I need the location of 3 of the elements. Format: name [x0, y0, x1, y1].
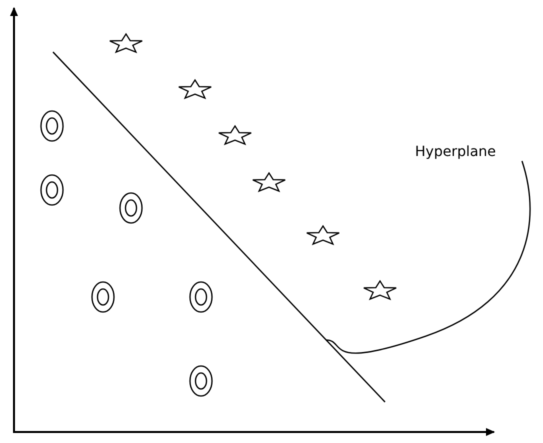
- leader-line: [326, 160, 531, 354]
- hyperplane-line: [52, 52, 386, 402]
- hyperplane-label: Hyperplane: [415, 143, 496, 161]
